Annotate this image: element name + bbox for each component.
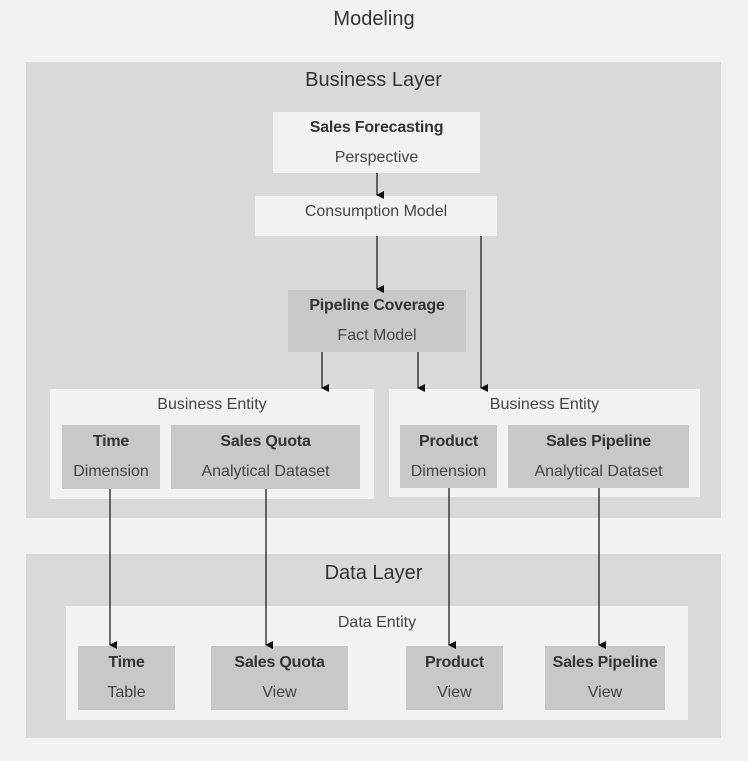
fact-model-type: Fact Model — [337, 327, 417, 344]
sales-pipeline-dataset-node[interactable]: Sales Pipeline Analytical Dataset — [508, 425, 689, 488]
consumption-model-label: Consumption Model — [304, 203, 448, 220]
sales-quota-dataset-node[interactable]: Sales Quota Analytical Dataset — [171, 425, 360, 489]
perspective-type: Perspective — [334, 148, 419, 166]
sales-pipeline-view-node[interactable]: Sales Pipeline View — [545, 646, 665, 710]
product-dimension-node[interactable]: Product Dimension — [400, 425, 497, 488]
sales-pipeline-view-name: Sales Pipeline — [552, 654, 658, 671]
sales-pipeline-view-type: View — [587, 684, 623, 701]
product-view-name: Product — [424, 654, 485, 671]
time-dimension-type: Dimension — [73, 463, 149, 480]
sales-quota-dataset-name: Sales Quota — [220, 433, 311, 450]
business-layer-title: Business Layer — [305, 69, 442, 91]
time-dimension-node[interactable]: Time Dimension — [62, 425, 160, 489]
time-dimension-name: Time — [92, 433, 130, 450]
consumption-model-node[interactable]: Consumption Model — [255, 196, 497, 236]
product-dimension-type: Dimension — [410, 462, 487, 480]
business-entity-right-title: Business Entity — [489, 396, 600, 413]
time-table-node[interactable]: Time Table — [78, 646, 175, 710]
sales-quota-view-type: View — [262, 684, 297, 701]
sales-pipeline-dataset-name: Sales Pipeline — [546, 432, 651, 450]
product-view-type: View — [437, 684, 472, 701]
product-view-node[interactable]: Product View — [406, 646, 503, 710]
time-table-name: Time — [108, 654, 145, 671]
product-dimension-name: Product — [418, 432, 479, 450]
sales-quota-dataset-type: Analytical Dataset — [201, 463, 330, 480]
fact-model-node[interactable]: Pipeline Coverage Fact Model — [288, 290, 466, 352]
fact-model-name: Pipeline Coverage — [309, 297, 445, 314]
sales-quota-view-node[interactable]: Sales Quota View — [211, 646, 348, 710]
diagram-title: Modeling — [333, 8, 415, 30]
perspective-name: Sales Forecasting — [309, 118, 444, 136]
business-entity-left-title: Business Entity — [157, 396, 267, 413]
data-layer-title: Data Layer — [324, 562, 423, 584]
perspective-node[interactable]: Sales Forecasting Perspective — [273, 112, 480, 173]
data-entity-title: Data Entity — [337, 614, 417, 631]
sales-pipeline-dataset-type: Analytical Dataset — [534, 462, 663, 480]
sales-quota-view-name: Sales Quota — [234, 654, 325, 671]
time-table-type: Table — [107, 684, 146, 701]
